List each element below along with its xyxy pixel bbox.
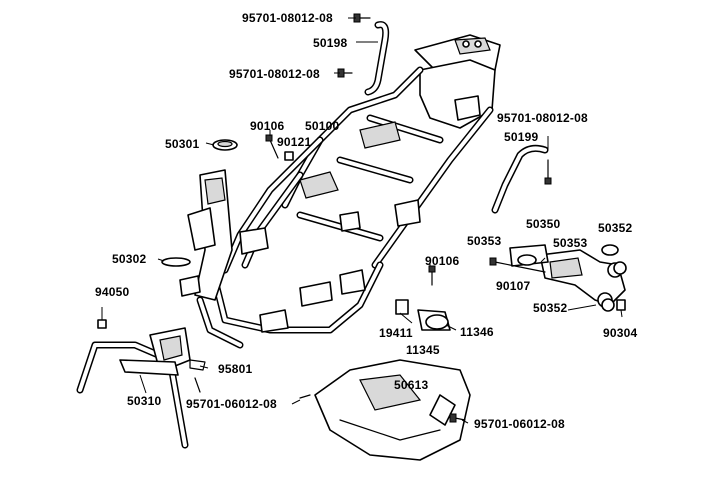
callout-95701-08012-08-a: 95701-08012-08: [242, 11, 333, 25]
callout-50350: 50350: [526, 217, 561, 231]
callout-50352-a: 50352: [598, 221, 633, 235]
long-bolt-90107: [489, 257, 546, 273]
bolt-95701-08012-08-b: [337, 68, 353, 78]
callout-50353-a: 50353: [467, 234, 502, 248]
callout-50301: 50301: [165, 137, 200, 151]
callout-90107: 90107: [496, 279, 531, 293]
callout-90121: 90121: [277, 135, 312, 149]
clip-19411: [395, 299, 409, 315]
main-frame-50100: [179, 34, 501, 349]
plate-50302: [161, 257, 191, 267]
under-cover-50613: [314, 359, 471, 461]
rear-grip-50198: [364, 21, 390, 96]
bolt-95701-06012-08-b: [449, 413, 466, 423]
callout-95701-06012-08-b: 95701-06012-08: [474, 417, 565, 431]
sleeve-11345: [425, 314, 449, 330]
callout-95701-08012-08-b: 95701-08012-08: [229, 67, 320, 81]
callout-95801: 95801: [218, 362, 253, 376]
bolt-90106-b: [428, 265, 436, 286]
nut-90121: [284, 151, 294, 161]
callout-11345: 11345: [406, 343, 440, 357]
callout-94050: 94050: [95, 285, 130, 299]
bushing-50353-a: [517, 254, 537, 266]
callout-50613: 50613: [394, 378, 429, 392]
callout-50100: 50100: [305, 119, 340, 133]
callout-95701-08012-08-c: 95701-08012-08: [497, 111, 588, 125]
bushing-50353-b: [601, 244, 619, 256]
main-stand-50310: [76, 327, 191, 449]
grommet-50301: [212, 139, 238, 151]
spring-95801: [189, 359, 206, 393]
leader-lines: [101, 17, 623, 424]
callout-95701-06012-08-a: 95701-06012-08: [186, 397, 277, 411]
callout-90106-a: 90106: [250, 119, 285, 133]
bolt-90106-a: [265, 134, 279, 159]
callout-50352-b: 50352: [533, 301, 568, 315]
callout-50198: 50198: [313, 36, 348, 50]
callout-50310: 50310: [127, 394, 162, 408]
callout-50199: 50199: [504, 130, 539, 144]
bushing-50352: [601, 261, 627, 312]
callout-50302: 50302: [112, 252, 147, 266]
bolt-95701-08012-08-c: [544, 159, 552, 185]
callout-11346: 11346: [460, 325, 494, 339]
nut-90304: [616, 299, 626, 311]
callout-19411: 19411: [379, 326, 413, 340]
bolt-95701-06012-08-a: [299, 394, 311, 399]
callout-50353-b: 50353: [553, 236, 588, 250]
callout-90106-b: 90106: [425, 254, 460, 268]
bolt-95701-08012-08-a: [353, 13, 371, 23]
callout-90304: 90304: [603, 326, 638, 340]
nut-94050: [97, 319, 107, 329]
rear-grip-50199: [491, 144, 549, 214]
